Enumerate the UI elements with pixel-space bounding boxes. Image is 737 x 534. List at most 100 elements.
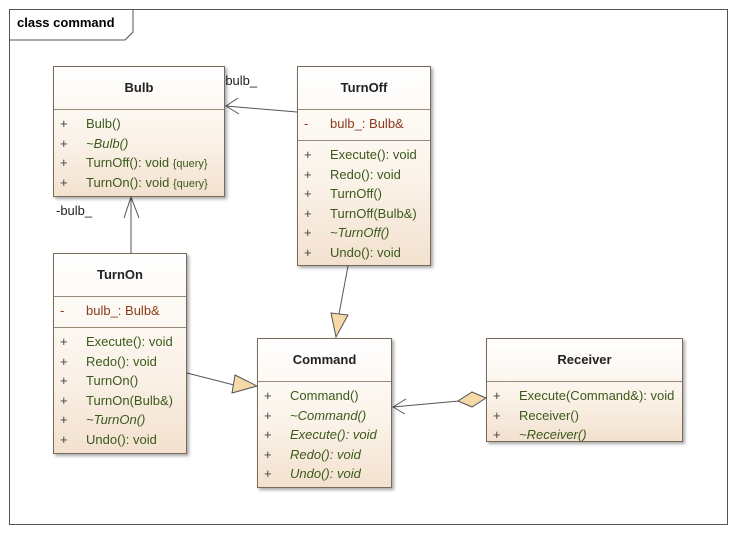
attributes-section: - bulb_: Bulb& — [54, 296, 186, 327]
visibility-marker: + — [60, 116, 68, 131]
operation-row[interactable]: +Undo(): void — [54, 432, 186, 452]
signature: TurnOn(Bulb&) — [86, 392, 173, 408]
class-turnon[interactable]: TurnOn -bulb_: Bulb& +Execute(): void+Re… — [53, 253, 187, 454]
operation-text: Redo(): void — [86, 354, 157, 369]
operation-row[interactable]: + Execute(): void — [298, 147, 430, 167]
visibility-marker: + — [493, 388, 501, 403]
operation-text: Execute(): void — [330, 147, 417, 162]
visibility-marker: - — [60, 303, 65, 318]
class-name: Receiver — [557, 352, 612, 367]
attribute-row[interactable]: - bulb_: Bulb& — [298, 116, 430, 136]
frame-tab — [9, 9, 134, 41]
visibility-marker: + — [60, 174, 68, 190]
signature: ~Receiver() — [519, 427, 587, 442]
signature: TurnOff() — [330, 186, 383, 201]
visibility-marker: + — [264, 427, 272, 442]
generalization-turnoff-command-head — [330, 312, 349, 339]
operation-row[interactable]: + TurnOff() — [298, 186, 430, 206]
operation-text: ~TurnOff() — [330, 225, 389, 240]
operation-text: Receiver() — [519, 408, 579, 423]
operation-row[interactable]: + Redo(): void — [298, 167, 430, 187]
visibility-marker: + — [304, 147, 312, 162]
operation-row[interactable]: + ~Bulb() — [54, 136, 224, 156]
visibility-marker: + — [304, 225, 312, 240]
visibility-marker: - — [304, 116, 309, 131]
signature: Bulb() — [86, 116, 121, 131]
operation-row[interactable]: + TurnOn(Bulb&) — [54, 393, 186, 413]
operation-text: Redo(): void — [290, 447, 361, 462]
signature: Command() — [290, 388, 359, 403]
operation-row[interactable]: +~Command() — [258, 408, 391, 428]
assoc-turnoff-bulb — [225, 105, 298, 113]
generalization-turnoff-command — [338, 265, 349, 315]
attribute-row[interactable]: - bulb_: Bulb& — [54, 303, 186, 323]
operation-text: Execute(): void — [86, 334, 173, 349]
operation-row[interactable]: + Receiver() — [487, 408, 682, 428]
class-command[interactable]: Command +Command()+~Command()+Execute():… — [257, 338, 392, 488]
operation-text: ~Bulb() — [86, 136, 128, 151]
signature: Undo(): void — [330, 244, 401, 260]
aggregation-receiver-command-diamond — [456, 391, 488, 408]
operation-row[interactable]: +TurnOff(Bulb&) — [298, 206, 430, 226]
signature: TurnOff(): void — [86, 155, 170, 170]
operation-row[interactable]: +Undo(): void — [258, 466, 391, 486]
frame-label: class command — [17, 15, 115, 30]
class-name: TurnOff — [340, 80, 388, 95]
visibility-marker: + — [304, 186, 312, 201]
operation-row[interactable]: + ~TurnOff() — [298, 225, 430, 245]
visibility-marker: + — [264, 407, 272, 423]
operations-section: +Command()+~Command()+Execute(): void+Re… — [258, 381, 391, 486]
signature: Receiver() — [519, 407, 579, 423]
operation-text: Redo(): void — [330, 167, 401, 182]
assoc-turnon-bulb-arrowhead — [123, 195, 140, 219]
visibility-marker: + — [60, 392, 68, 408]
operation-row[interactable]: +Command() — [258, 388, 391, 408]
operation-row[interactable]: +~Receiver() — [487, 427, 682, 447]
signature: Redo(): void — [290, 446, 361, 462]
class-bulb[interactable]: Bulb + Bulb() + ~Bulb() +TurnOff(): void {qu… — [53, 66, 225, 197]
operation-row[interactable]: +Execute(): void — [54, 334, 186, 354]
class-name: Bulb — [124, 80, 154, 95]
signature: bulb_: Bulb& — [86, 303, 160, 318]
operation-text: Undo(): void — [86, 432, 157, 447]
operation-row[interactable]: + Bulb() — [54, 116, 224, 136]
attribute-text: bulb_: Bulb& — [86, 303, 160, 318]
operation-text: ~Receiver() — [519, 427, 587, 442]
operations-section: +Execute(): void+Redo(): void+TurnOff()+… — [298, 140, 430, 264]
operation-row[interactable]: +TurnOn() — [54, 373, 186, 393]
visibility-marker: + — [493, 407, 501, 423]
visibility-marker: + — [264, 446, 272, 462]
operation-row[interactable]: + Redo(): void — [258, 447, 391, 467]
operation-row[interactable]: + ~TurnOn() — [54, 412, 186, 432]
operation-row[interactable]: +TurnOff(): void {query} — [54, 155, 224, 175]
signature: Redo(): void — [86, 353, 157, 369]
signature: Execute(): void — [86, 334, 173, 349]
signature: bulb_: Bulb& — [330, 116, 404, 131]
class-turnoff[interactable]: TurnOff - bulb_: Bulb& + Execute(): void + R… — [297, 66, 431, 266]
signature: ~TurnOn() — [86, 412, 146, 427]
class-name: TurnOn — [97, 267, 143, 282]
class-receiver[interactable]: Receiver +Execute(Command&): void+ Receiv… — [486, 338, 683, 442]
visibility-marker: + — [304, 166, 312, 182]
operation-row[interactable]: + TurnOn(): void {query} — [54, 175, 224, 195]
operation-text: ~TurnOn() — [86, 412, 145, 427]
attributes-section: - bulb_: Bulb& — [298, 109, 430, 140]
signature: TurnOff(Bulb&) — [330, 205, 417, 221]
operation-text: Undo(): void — [330, 245, 401, 260]
signature: TurnOn(): void — [86, 174, 170, 190]
operation-row[interactable]: +Execute(): void — [258, 427, 391, 447]
edge-label-turnoff-bulb: -bulb_ — [221, 73, 258, 88]
operation-text: Command() — [290, 388, 359, 403]
operation-row[interactable]: +Execute(Command&): void — [487, 388, 682, 408]
operations-section: +Execute(): void+Redo(): void+TurnOn()+T… — [54, 327, 186, 451]
operation-text: TurnOn(Bulb&) — [86, 393, 173, 408]
operation-row[interactable]: +Redo(): void — [54, 354, 186, 374]
operation-row[interactable]: +Undo(): void — [298, 245, 430, 265]
operation-text: TurnOn(): void {query} — [86, 175, 208, 190]
operation-text: Undo(): void — [290, 466, 361, 481]
signature: TurnOn() — [86, 373, 139, 388]
signature: ~Bulb() — [86, 135, 129, 151]
visibility-marker: + — [60, 135, 68, 151]
visibility-marker: + — [60, 412, 68, 427]
